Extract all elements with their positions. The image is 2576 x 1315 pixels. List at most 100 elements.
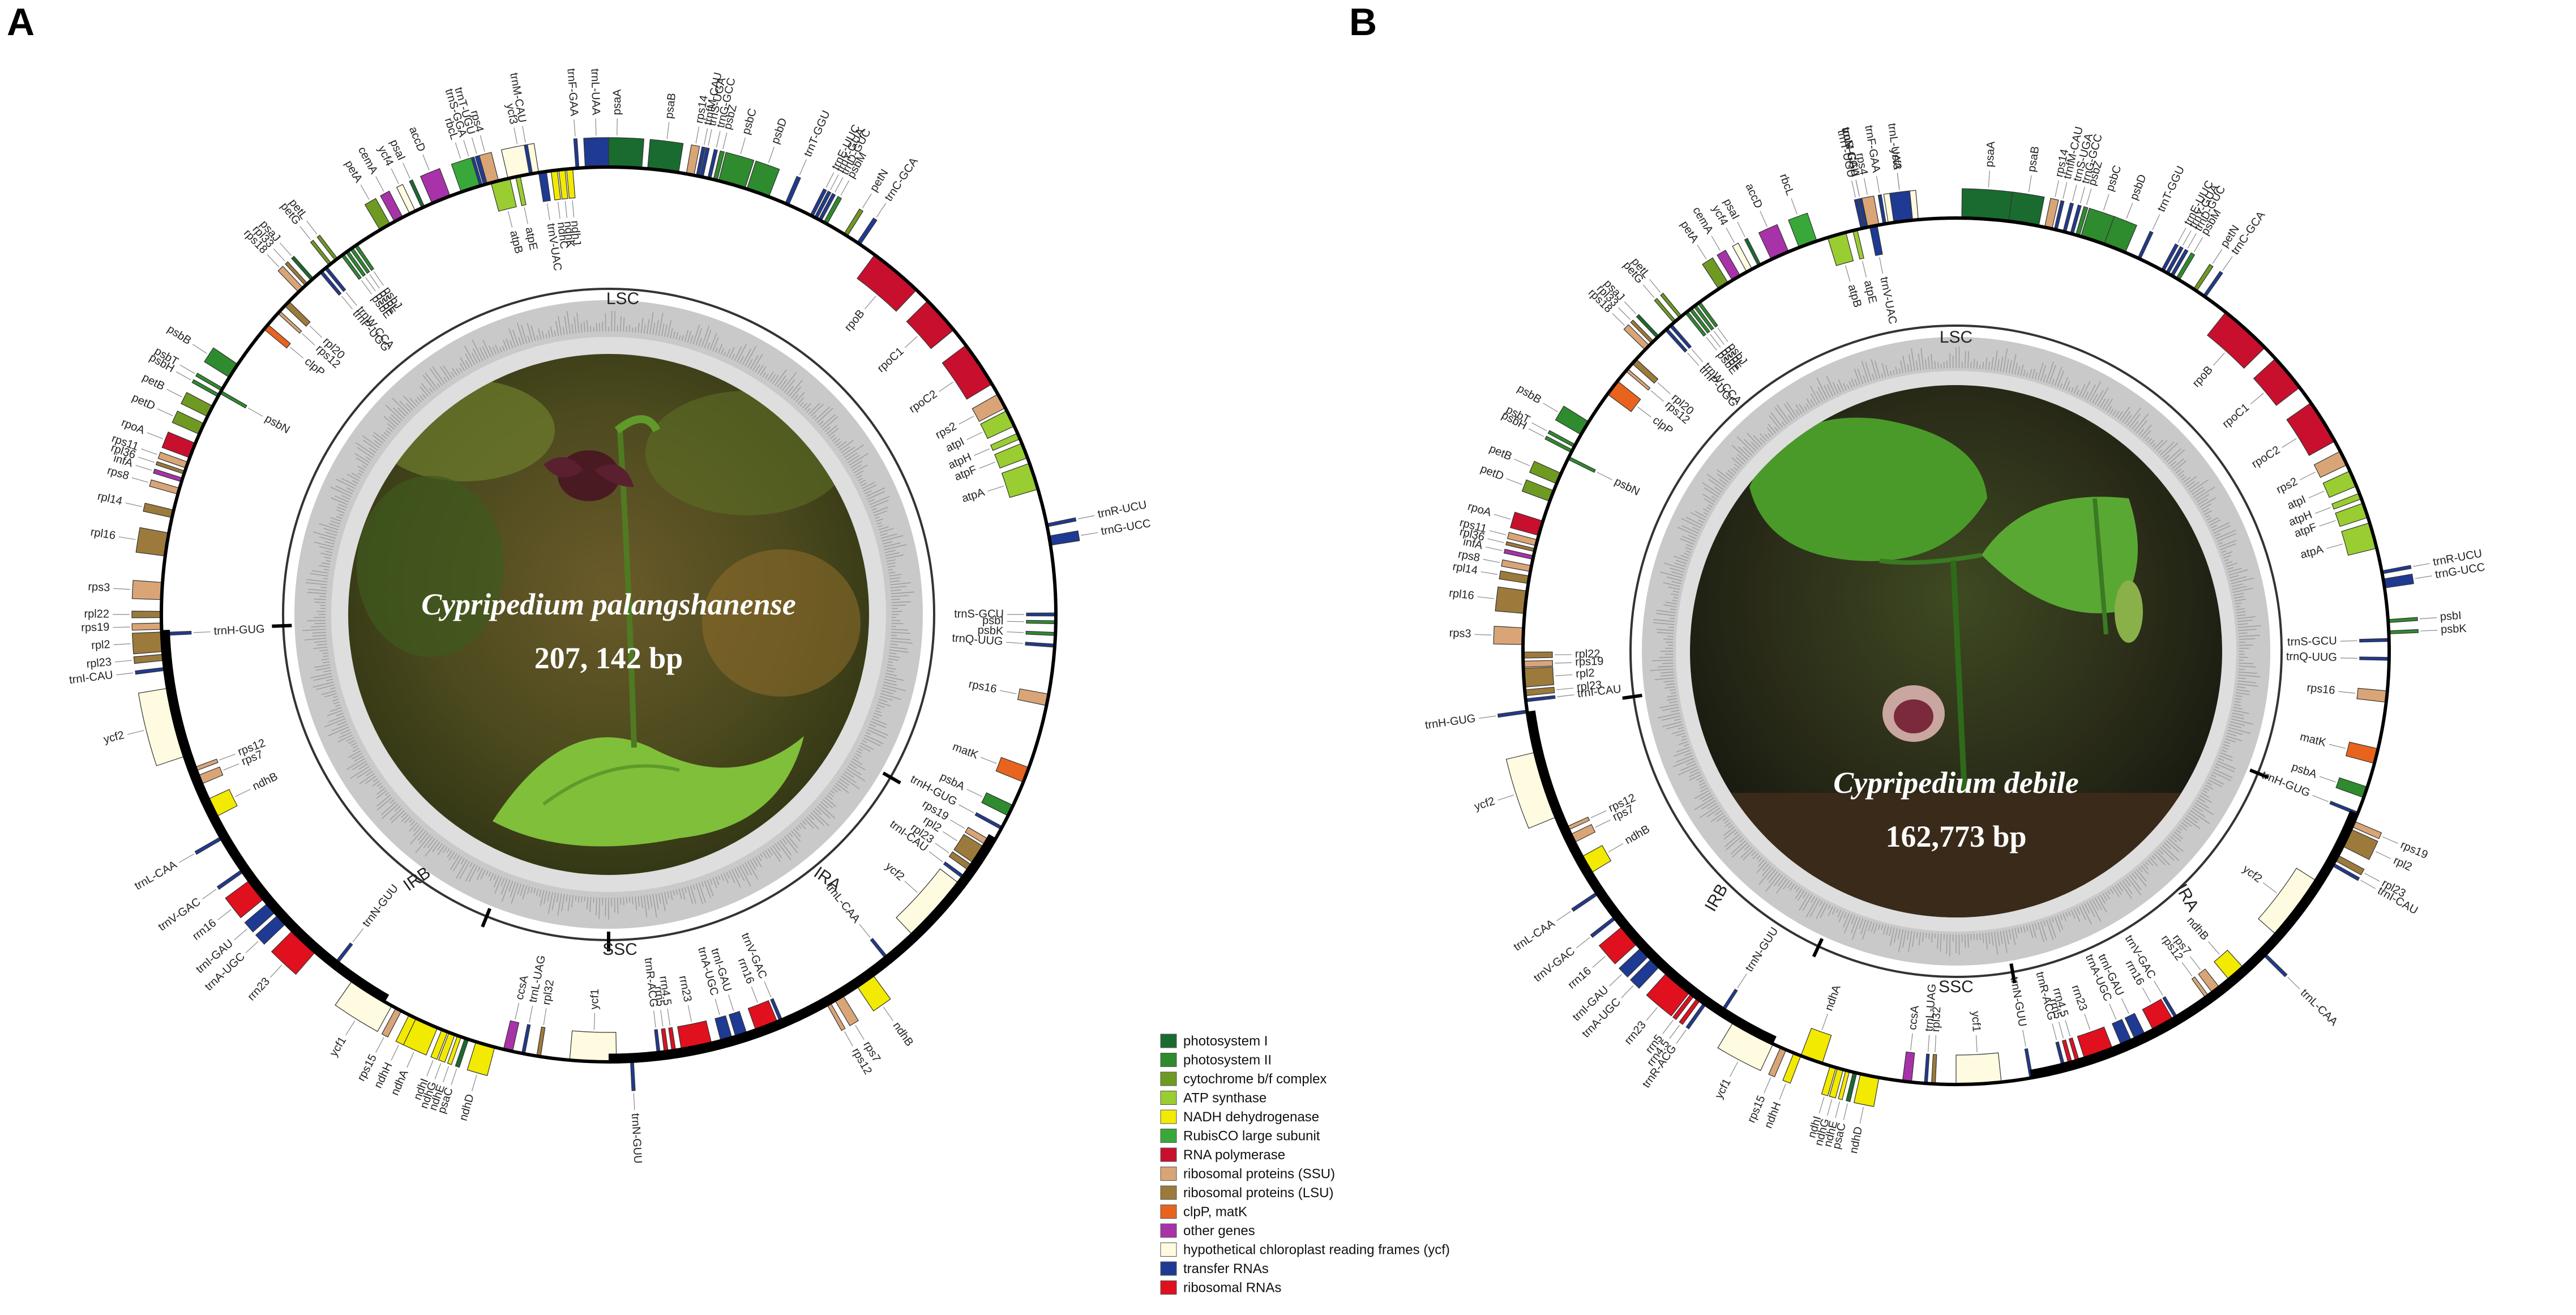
gene-leader-line [751, 987, 758, 1003]
gene-label: rpl23 [86, 656, 112, 671]
gene-leader-line [716, 131, 721, 148]
gene-leader-line [2193, 237, 2203, 253]
gene-leader-line [1669, 1024, 1680, 1039]
gene-block [219, 390, 247, 409]
gene-trnn-guu: trnN-GUU [2008, 976, 2034, 1079]
gene-leader-line [1818, 1097, 1825, 1114]
gene-leader-line [2382, 836, 2398, 844]
gene-leader-line [966, 432, 982, 440]
gene-leader-line [2314, 507, 2331, 514]
gene-label: ndhB [251, 770, 280, 793]
gene-leader-line [2329, 744, 2346, 749]
panel-letter-b: B [1349, 1, 1377, 44]
gene-label: psbC [2104, 164, 2124, 193]
gene-label: psaA [1983, 140, 1997, 168]
gene-leader-line [617, 118, 618, 136]
gene-block [2345, 741, 2379, 764]
gene-label: ndhA [389, 1068, 411, 1097]
gene-leader-line [352, 928, 364, 942]
gene-leader-line [714, 998, 720, 1015]
gene-leader-line [480, 135, 485, 152]
gene-leader-line [1729, 1061, 1739, 1077]
gene-label: ccsA [1906, 1005, 1922, 1031]
gene-label: matK [2299, 731, 2327, 749]
gene-leader-line [1590, 810, 1607, 818]
gene-rpl16: rpl16 [1448, 586, 1528, 614]
gene-label: rbcL [1777, 172, 1796, 197]
gene-label: psaA [611, 89, 624, 116]
gene-leader-line [825, 172, 835, 188]
gene-label: rpl2 [2391, 854, 2414, 873]
gene-block [906, 300, 955, 349]
gene-leader-line [1595, 819, 1611, 828]
gene-leader-line [1497, 795, 1514, 801]
gene-leader-line [1876, 176, 1880, 193]
gene-leader-line [633, 1092, 635, 1110]
gene-block [263, 324, 291, 349]
gene-rpl2: rpl2 [1522, 667, 1595, 688]
gene-label: trnN-GUU [1743, 925, 1781, 974]
gene-label: rpoA [1466, 500, 1493, 519]
gene-rrn16: rrn16 [1565, 926, 1637, 992]
gene-label: psbI [2440, 609, 2462, 624]
gene-leader-line [1910, 1033, 1913, 1051]
gene-leader-line [1487, 538, 1504, 543]
gene-leader-line [1557, 694, 1574, 697]
gene-block [1503, 548, 1534, 560]
legend-item-atp: ATP synthase [1160, 1091, 1266, 1106]
gene-leader-line [422, 154, 430, 170]
gene-trns-gcu: trnS-GCU [2287, 635, 2390, 648]
gene-leader-line [2154, 980, 2163, 996]
legend-swatch [1160, 1280, 1177, 1295]
gene-leader-line [202, 889, 217, 899]
gene-block [1025, 642, 1055, 648]
legend-label: RubisCO large subunit [1183, 1129, 1320, 1144]
gene-label: ycf1 [1713, 1077, 1734, 1101]
gene-label: trnS-GCU [2287, 635, 2337, 648]
gene-leader-line [958, 804, 974, 813]
gene-block [503, 1020, 520, 1052]
gene-rps3: rps3 [1449, 626, 1524, 645]
gene-leader-line [1474, 634, 1492, 635]
gene-leader-line [1007, 631, 1024, 633]
legend-swatch [1160, 1091, 1177, 1105]
gene-block [1931, 1054, 1937, 1085]
gene-leader-line [2415, 575, 2432, 579]
gene-leader-line [2413, 563, 2430, 567]
gene-trnm-cau: trnM-CAU [1839, 126, 1868, 228]
gene-block [143, 502, 174, 518]
gene-block [131, 622, 162, 631]
gene-label: trnG-UCC [1100, 517, 1152, 537]
gene-leader-line [515, 1002, 520, 1020]
gene-leader-line [2262, 882, 2277, 894]
gene-leader-line [2187, 233, 2197, 249]
gene-block [1522, 651, 1553, 659]
gene-block [1522, 667, 1555, 688]
gene-label: psbK [2441, 622, 2467, 636]
gene-leader-line [687, 1005, 692, 1022]
gene-ndha: ndhA [1800, 983, 1843, 1064]
gene-leader-line [1760, 211, 1768, 227]
gene-label: atpB [1846, 283, 1864, 309]
gene-block [1497, 710, 1528, 718]
gene-block [1654, 298, 1677, 323]
gene-block [1768, 1047, 1787, 1078]
gene-ycf1: ycf1 [569, 989, 617, 1062]
gene-block [974, 812, 1003, 830]
legend-label: other genes [1183, 1223, 1255, 1239]
gene-leader-line [135, 465, 152, 471]
gene-label: ycf2 [883, 860, 907, 883]
gene-trnl-caa: trnL-CAA [1512, 891, 1599, 954]
orchid-photo-a [348, 354, 869, 875]
gene-leader-line [1480, 571, 1498, 575]
gene-leader-line [1737, 221, 1745, 237]
legend-item-trna: transfer RNAs [1160, 1261, 1269, 1276]
gene-leader-line [1489, 530, 1507, 536]
gene-block [536, 1026, 546, 1057]
gene-leader-line [862, 193, 872, 208]
gene-label: petB [1487, 442, 1514, 463]
gene-trni-cau: trnI-CAU [69, 667, 165, 686]
gene-label: rpl32 [1929, 1006, 1943, 1032]
gene-leader-line [855, 1024, 865, 1040]
gene-rpl14: rpl14 [96, 490, 174, 518]
